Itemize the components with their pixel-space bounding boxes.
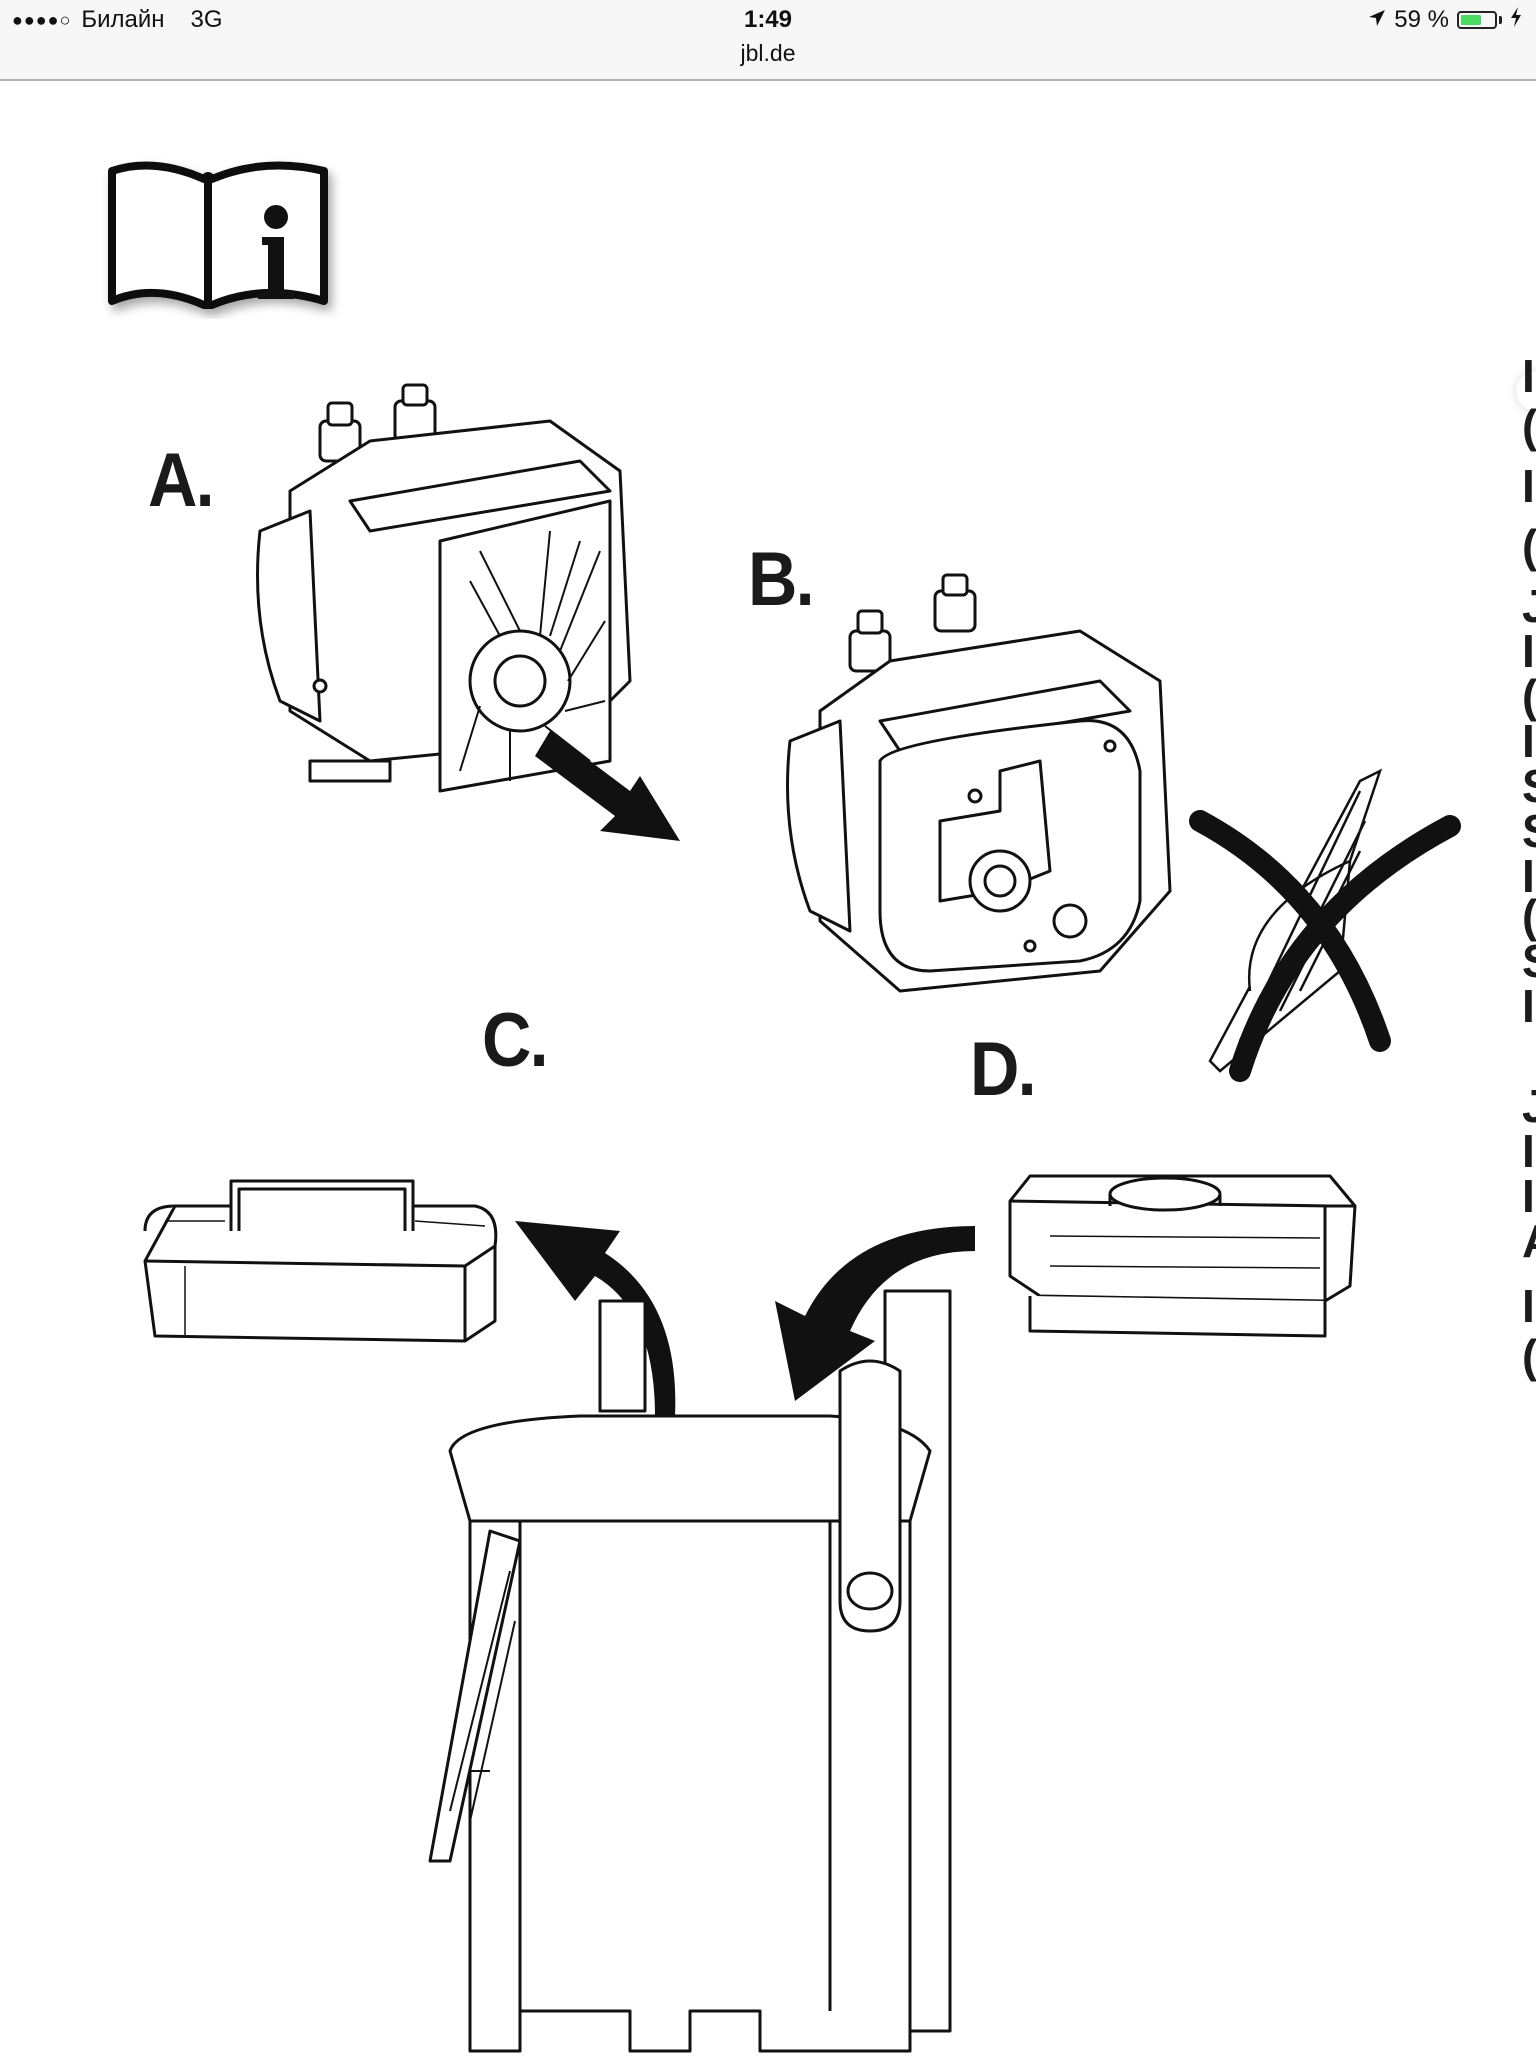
side-text-fragment: S: [1522, 760, 1536, 812]
side-text-fragment: J: [1522, 580, 1536, 632]
side-text-fragment: (: [1522, 1330, 1536, 1382]
side-text-fragment: S: [1522, 935, 1536, 987]
side-text-fragment: (: [1522, 670, 1536, 722]
charging-bolt-icon: [1510, 6, 1522, 34]
basket-c-illustration: [143, 1179, 498, 1343]
location-arrow-icon: [1368, 6, 1386, 34]
side-text-fragment: I: [1522, 850, 1535, 902]
step-label-a: A.: [148, 438, 215, 523]
side-text-fragment: I: [1522, 1125, 1535, 1177]
signal-strength-icon: ●●●●○: [12, 9, 72, 30]
side-text-fragment: I: [1522, 980, 1535, 1032]
step-label-c: C.: [482, 998, 549, 1083]
url-bar[interactable]: jbl.de: [740, 40, 796, 66]
remove-basket-arrow-icon: [515, 1221, 676, 1416]
side-text-fragment: I: [1522, 1280, 1535, 1332]
side-text-fragment: I: [1522, 625, 1535, 677]
page-edge-shadow: [1516, 371, 1536, 411]
remove-arrow-icon: [535, 731, 680, 841]
side-text-fragment: I: [1522, 1170, 1535, 1222]
side-text-fragment: (: [1522, 400, 1536, 452]
side-text-fragment: (: [1522, 890, 1536, 942]
network-type: 3G: [190, 6, 223, 33]
manual-page: A. B. C. D.: [0, 81, 1536, 2053]
insert-basket-arrow-icon: [775, 1226, 975, 1401]
pump-head-with-cover-illustration: [256, 383, 632, 793]
battery-tip: [1499, 16, 1502, 24]
basket-d-illustration: [1008, 1174, 1357, 1338]
side-text-fragment: I: [1522, 350, 1535, 402]
carrier-name: Билайн: [81, 6, 165, 33]
battery-icon: [1457, 11, 1497, 29]
status-left: ●●●●○ Билайн 3G: [12, 6, 223, 34]
battery-percent: 59 %: [1394, 6, 1449, 33]
side-text-fragment: (: [1522, 520, 1536, 572]
battery-fill: [1461, 15, 1482, 25]
discarded-cover-illustration: [1189, 768, 1461, 1082]
clock: 1:49: [743, 6, 793, 33]
side-text-fragment: S: [1522, 805, 1536, 857]
side-text-fragment: I: [1522, 715, 1535, 767]
status-bar: ●●●●○ Билайн 3G 1:49 jbl.de 59 %: [0, 0, 1536, 81]
manual-info-icon: [108, 161, 328, 309]
side-text-fragment: A: [1522, 1215, 1536, 1267]
side-text-fragment: I: [1522, 460, 1535, 512]
filter-canister-illustration: [428, 1289, 952, 2053]
side-text-fragment: J: [1522, 1080, 1536, 1132]
status-right: 59 %: [1368, 6, 1522, 34]
step-label-b: B.: [748, 537, 815, 622]
pump-head-without-cover-illustration: [786, 573, 1172, 993]
step-label-d: D.: [970, 1027, 1037, 1112]
